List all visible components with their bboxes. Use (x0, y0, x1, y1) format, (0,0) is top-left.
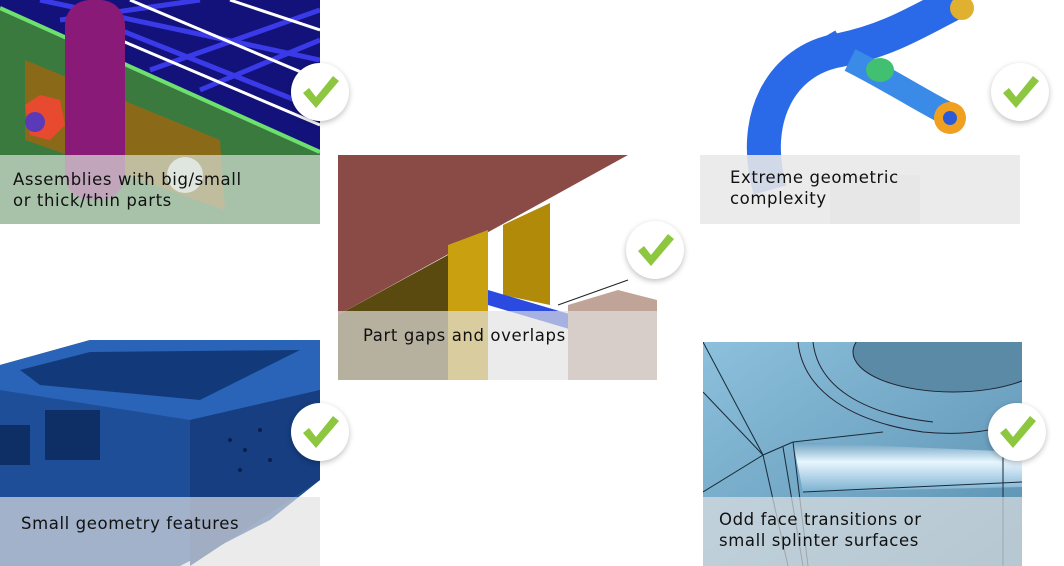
caption: Small geometry features (0, 497, 320, 566)
checkmark-icon (991, 63, 1049, 121)
caption-line: Small geometry features (21, 514, 240, 533)
checkmark-icon (626, 221, 684, 279)
caption-line: Odd face transitions or (719, 510, 922, 529)
checkmark-icon (291, 63, 349, 121)
caption-line: Extreme geometric (730, 168, 899, 187)
caption: Extreme geometric complexity (700, 155, 1020, 224)
panel-gaps-overlaps: Part gaps and overlaps (338, 155, 657, 380)
panel-geometric-complexity: Extreme geometric complexity (700, 0, 1020, 224)
caption: Odd face transitions or small splinter s… (703, 497, 1022, 566)
caption-line: Part gaps and overlaps (363, 326, 566, 345)
caption-line: Assemblies with big/small (13, 170, 242, 189)
assembly-image (0, 0, 320, 224)
caption-line: small splinter surfaces (719, 531, 919, 550)
panel-small-features: Small geometry features (0, 340, 320, 566)
panel-assemblies: Assemblies with big/small or thick/thin … (0, 0, 320, 224)
caption: Assemblies with big/small or thick/thin … (0, 155, 320, 224)
checkmark-icon (988, 403, 1046, 461)
caption: Part gaps and overlaps (338, 311, 657, 380)
caption-line: or thick/thin parts (13, 191, 172, 210)
checkmark-icon (291, 403, 349, 461)
panel-face-transitions: Odd face transitions or small splinter s… (703, 342, 1022, 566)
caption-line: complexity (730, 189, 827, 208)
